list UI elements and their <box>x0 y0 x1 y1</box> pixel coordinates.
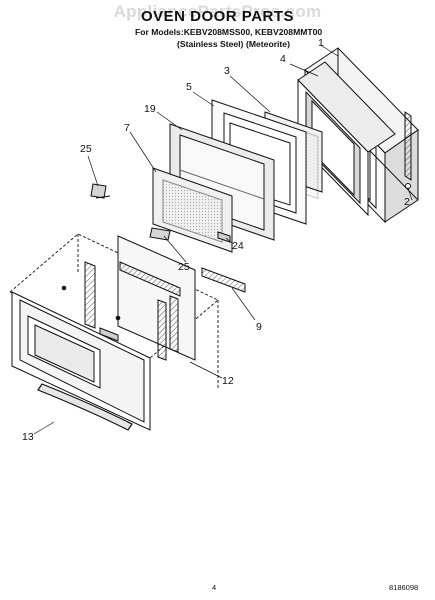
vent-trim-9 <box>201 267 246 293</box>
door-interior-parts <box>61 235 196 361</box>
callout-12: 12 <box>222 375 234 387</box>
finish-meteorite: (Meteorite) <box>246 39 290 49</box>
leader-lines <box>33 45 413 435</box>
document-number: 8186098 <box>389 583 419 592</box>
glass-panel-7 <box>152 167 233 253</box>
callout-13: 13 <box>22 431 34 443</box>
callout-5: 5 <box>186 81 192 93</box>
callout-25-upper: 25 <box>80 143 92 155</box>
bracket-24 <box>217 231 231 243</box>
callout-4: 4 <box>280 53 286 65</box>
watermark: AppliancePartsPros.com <box>113 2 322 21</box>
callout-1: 1 <box>318 37 324 49</box>
models-line: For Models:KEBV208MSS00, KEBV208MMT00 <box>135 27 323 37</box>
door-inner-frame <box>297 61 396 217</box>
callout-9: 9 <box>256 321 262 333</box>
callout-25-lower: 25 <box>178 261 190 273</box>
front-door-panel <box>11 291 151 431</box>
callout-7: 7 <box>124 122 130 134</box>
callout-19: 19 <box>144 103 156 115</box>
page-title: OVEN DOOR PARTS <box>140 8 295 25</box>
side-bracket <box>404 111 412 189</box>
callout-2: 2 <box>404 196 410 208</box>
finish-stainless: (Stainless Steel) <box>177 39 244 49</box>
page-number: 4 <box>212 583 217 592</box>
hinge-clip-25-lower <box>149 227 171 241</box>
callout-3: 3 <box>224 65 230 77</box>
door-handle-13 <box>37 383 133 431</box>
hinge-clip-25-upper <box>90 183 111 199</box>
callout-24: 24 <box>232 240 244 252</box>
